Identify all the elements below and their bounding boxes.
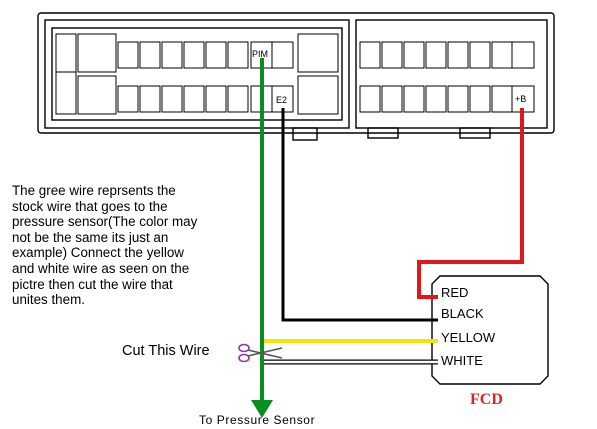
connector-pin — [425, 85, 447, 113]
connector-pin — [447, 41, 469, 69]
pin-label-plus-b: +B — [515, 94, 526, 104]
connector-pin — [205, 41, 227, 69]
connector-pin — [469, 85, 491, 113]
note-line: example) Connect the yellow — [12, 245, 184, 261]
connector-pin — [425, 41, 447, 69]
right-pin-block — [359, 41, 535, 113]
connector-pin — [297, 75, 339, 115]
connector-pin — [511, 41, 535, 69]
connector-pin — [139, 85, 161, 113]
note-line: stock wire that goes to the — [12, 198, 168, 214]
arrow-down-icon — [251, 400, 273, 418]
cut-wire-label: Cut This Wire — [122, 343, 210, 359]
connector-pin — [491, 41, 513, 69]
connector-pin — [55, 33, 77, 73]
connector-pin — [227, 85, 249, 113]
connector-pin — [381, 41, 403, 69]
connector-pin — [491, 85, 513, 113]
connector-pin — [403, 41, 425, 69]
fcd-box — [431, 275, 549, 385]
connector-pin — [469, 41, 491, 69]
note-line: unites them. — [12, 292, 85, 308]
note-line: and white wire as seen on the — [12, 260, 190, 276]
fcd-label: FCD — [470, 391, 503, 408]
connector-pin — [77, 75, 117, 115]
connector-pin — [359, 85, 381, 113]
fcd-wire-label-yellow: YELLOW — [441, 330, 496, 345]
note-line: The gree wire reprsents the — [12, 183, 176, 198]
instruction-note: The gree wire reprsents the stock wire t… — [12, 183, 237, 308]
connector-pin — [227, 41, 249, 69]
connector-pin — [183, 41, 205, 69]
note-line: not be the same its just an — [12, 229, 169, 245]
left-pin-block — [55, 33, 339, 115]
connector-pin — [161, 85, 183, 113]
connector-pin — [139, 41, 161, 69]
pin-label-pim: PIM — [252, 49, 268, 59]
connector-pin — [117, 85, 139, 113]
fcd-wire-label-white: WHITE — [441, 353, 483, 368]
fcd-wire-label-black: BLACK — [441, 306, 484, 321]
connector-pin — [183, 85, 205, 113]
pin-label-e2: E2 — [276, 95, 287, 105]
connector-pin — [161, 41, 183, 69]
fcd-wire-label-red: RED — [441, 285, 468, 300]
connector-pin — [359, 41, 381, 69]
note-line: pressure sensor(The color may — [12, 214, 198, 230]
red-wire — [417, 108, 524, 299]
scissors-icon — [238, 343, 283, 363]
connector-pin — [297, 33, 339, 73]
connector-pin — [447, 85, 469, 113]
pressure-sensor-label: To Pressure Sensor — [199, 413, 316, 427]
connector-pin — [381, 85, 403, 113]
note-line: pictre then cut the wire that — [12, 276, 173, 292]
connector-pin — [271, 41, 294, 69]
connector-pin — [117, 41, 139, 69]
connector-pin — [205, 85, 227, 113]
black-wire — [281, 108, 438, 322]
connector-pin — [77, 33, 117, 73]
ecu-connector — [37, 12, 555, 141]
connector-pin — [55, 33, 77, 115]
connector-pin — [403, 85, 425, 113]
